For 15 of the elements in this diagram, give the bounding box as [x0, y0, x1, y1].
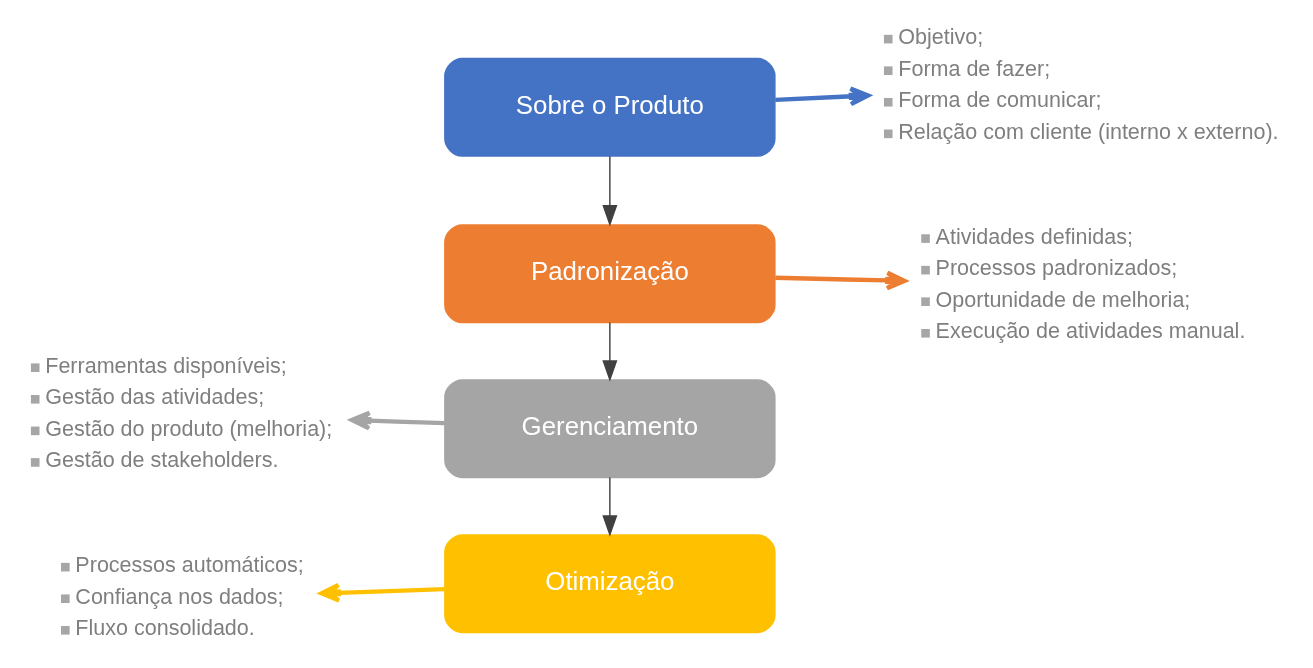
node-text: Ferramentas disponíveis; Gestão das atividades; Gestão do produto (melhoria); Gestão de stakeholders. [45, 353, 333, 473]
node-text: Atividades definidas; Processos padronizados; Oportunidade de melhoria; Execução de atividades manual. [935, 224, 1246, 344]
node-text: Objetivo; Forma de fazer; Forma de comunicar; Relação com cliente (interno x externo). [898, 25, 1279, 144]
arrow [602, 155, 618, 227]
arrow [775, 86, 871, 107]
node-box: Sobre o Produto [444, 57, 776, 157]
arrow [602, 321, 618, 382]
node-box: Otimização [444, 534, 776, 634]
node-box: Gerenciamento [444, 379, 776, 479]
node-text: Processos automáticos; Confiança nos dados; Fluxo consolidado. [75, 553, 304, 641]
arrow [349, 410, 445, 431]
arrow [775, 270, 907, 291]
arrow [602, 476, 618, 537]
node-box: Padronização [444, 224, 776, 324]
arrow [319, 582, 445, 603]
